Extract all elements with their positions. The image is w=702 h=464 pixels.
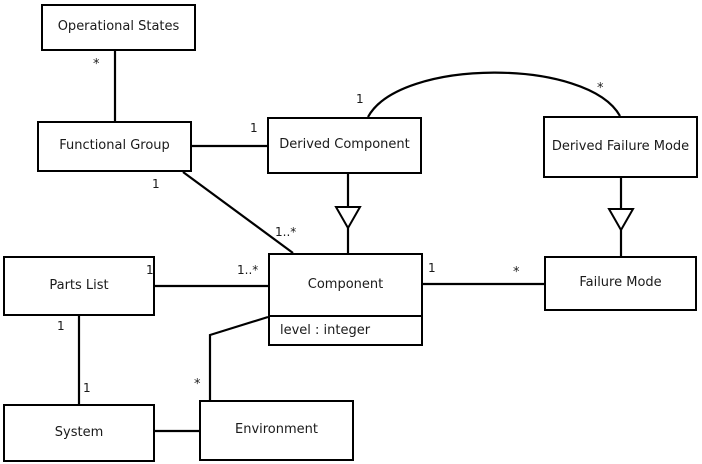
association-functional-group-component xyxy=(182,171,294,254)
multiplicity-system-parts-list: 1 xyxy=(83,381,91,395)
class-name-derived-failure-mode: Derived Failure Mode xyxy=(551,138,690,154)
class-name-component: Component xyxy=(307,276,384,292)
class-name-operational-states: Operational States xyxy=(57,19,180,35)
association-environment-component xyxy=(208,315,269,400)
multiplicity-operational-states-functional-group: * xyxy=(93,57,100,72)
multiplicity-functional-group-component-source: 1 xyxy=(152,177,160,191)
multiplicity-derived-failure-mode-arc: * xyxy=(597,81,604,96)
class-box-system[interactable]: System xyxy=(3,404,155,462)
class-box-environment[interactable]: Environment xyxy=(199,400,354,461)
class-box-parts-list[interactable]: Parts List xyxy=(3,256,155,316)
class-box-functional-group[interactable]: Functional Group xyxy=(37,121,192,172)
multiplicity-parts-list-system: 1 xyxy=(57,319,65,333)
association-derived-component-derived-failure-mode xyxy=(367,71,621,118)
multiplicity-derived-component-arc: 1 xyxy=(356,92,364,106)
class-attribute-component-level: level : integer xyxy=(270,315,421,344)
class-name-failure-mode: Failure Mode xyxy=(579,275,662,291)
multiplicity-environment-component: * xyxy=(194,377,201,392)
class-box-derived-component[interactable]: Derived Component xyxy=(267,117,422,174)
class-box-component[interactable]: Component level : integer xyxy=(268,253,423,346)
multiplicity-failure-mode-component: * xyxy=(513,265,520,280)
multiplicity-functional-group-component-target: 1..* xyxy=(275,225,297,239)
generalization-arrowhead-failure-mode xyxy=(607,208,635,233)
class-name-system: System xyxy=(54,424,104,440)
class-box-operational-states[interactable]: Operational States xyxy=(41,4,196,51)
class-name-derived-component: Derived Component xyxy=(279,137,410,153)
multiplicity-parts-list-component: 1 xyxy=(146,263,154,277)
class-box-failure-mode[interactable]: Failure Mode xyxy=(544,256,697,311)
multiplicity-component-failure-mode: 1 xyxy=(428,261,436,275)
class-name-functional-group: Functional Group xyxy=(59,138,170,154)
multiplicity-component-parts-list: 1..* xyxy=(237,263,259,277)
class-name-parts-list: Parts List xyxy=(49,277,109,293)
multiplicity-functional-group-derived-component: 1 xyxy=(250,121,258,135)
class-name-environment: Environment xyxy=(234,422,318,438)
generalization-arrowhead-component xyxy=(334,206,362,231)
class-box-derived-failure-mode[interactable]: Derived Failure Mode xyxy=(543,116,698,178)
